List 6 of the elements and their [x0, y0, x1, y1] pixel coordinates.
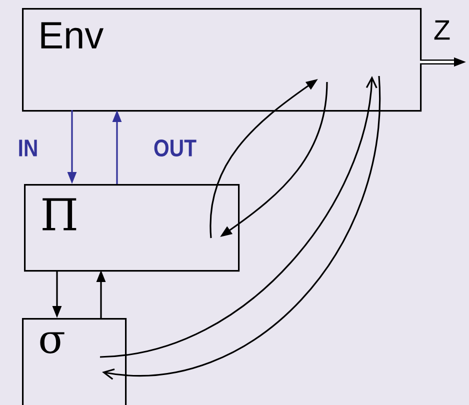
edge-label: OUT	[154, 140, 196, 156]
edge-label: Z	[434, 20, 450, 40]
process-box: Π	[24, 184, 240, 272]
edge-label: IN	[19, 140, 37, 156]
process-box: σ	[22, 318, 127, 405]
process-box: Env	[22, 8, 422, 112]
